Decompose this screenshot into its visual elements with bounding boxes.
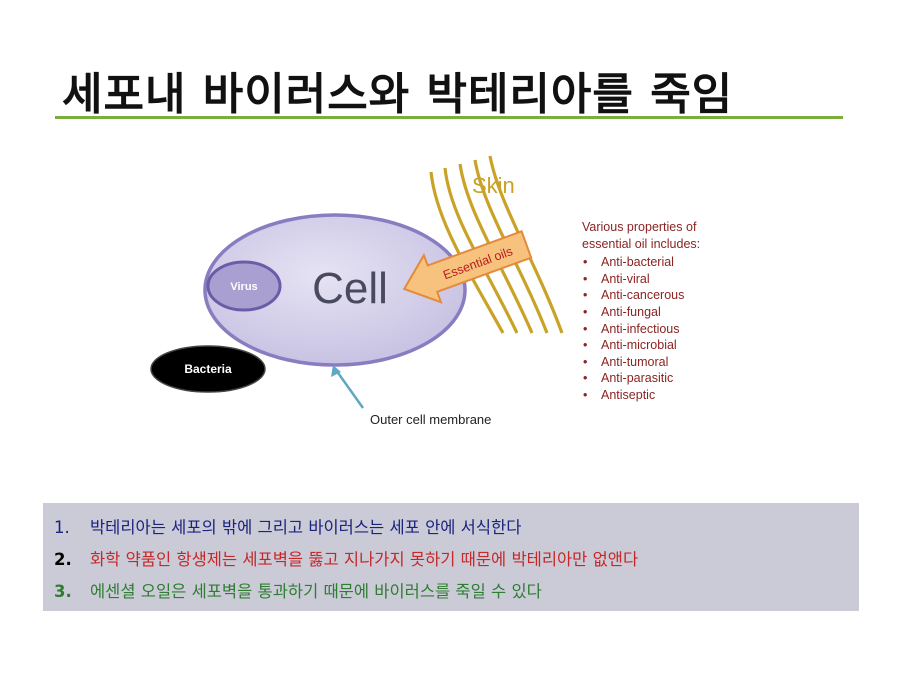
note-item: 2. 화학 약품인 항생제는 세포벽을 뚫고 지나가지 못하기 때문에 박테리아만…	[54, 546, 638, 570]
note-item: 3. 에센셜 오일은 세포벽을 통과하기 때문에 바이러스를 죽일 수 있다	[54, 578, 542, 602]
property-item: Anti-bacterial	[582, 254, 700, 271]
cell-body	[203, 213, 467, 367]
slide-title: 세포내 바이러스와 박테리아를 죽임	[62, 69, 734, 120]
property-item: Anti-microbial	[582, 337, 700, 354]
property-item: Anti-tumoral	[582, 354, 700, 371]
virus-label: Virus	[230, 281, 257, 293]
note-number: 3.	[54, 582, 72, 601]
property-item: Anti-viral	[582, 271, 700, 288]
skin-line-3	[458, 163, 534, 334]
property-item: Anti-parasitic	[582, 370, 700, 387]
note-number: 1.	[54, 518, 70, 537]
skin-line-1	[429, 171, 505, 334]
skin-label: Skin	[472, 173, 515, 198]
note-text: 화학 약품인 항생제는 세포벽을 뚫고 지나가지 못하기 때문에 박테리아만 없…	[90, 550, 639, 569]
note-text: 에센셜 오일은 세포벽을 통과하기 때문에 바이러스를 죽일 수 있다	[90, 582, 542, 601]
title-underline	[55, 116, 843, 119]
cell-label: Cell	[312, 264, 388, 313]
property-item: Anti-fungal	[582, 304, 700, 321]
properties-heading: Various properties of essential oil incl…	[582, 219, 700, 252]
note-item: 1. 박테리아는 세포의 밖에 그리고 바이러스는 세포 안에 서식한다	[54, 514, 521, 538]
bacteria-label: Bacteria	[184, 362, 232, 376]
note-text: 박테리아는 세포의 밖에 그리고 바이러스는 세포 안에 서식한다	[90, 518, 522, 537]
membrane-label: Outer cell membrane	[370, 412, 491, 427]
cell-diagram: Skin Cell Virus Bacteria Essential oils …	[150, 155, 564, 427]
virus-body	[206, 260, 282, 312]
skin-line-2	[443, 167, 519, 334]
bacteria-body	[150, 345, 266, 393]
membrane-pointer	[331, 365, 365, 409]
notes-box: 1. 박테리아는 세포의 밖에 그리고 바이러스는 세포 안에 서식한다 2. 화학…	[43, 503, 859, 611]
property-item: Antiseptic	[582, 387, 700, 404]
properties-heading-line-1: Various properties of	[582, 220, 697, 234]
properties-heading-line-2: essential oil includes:	[582, 236, 701, 251]
note-number: 2.	[54, 550, 72, 569]
property-item: Anti-cancerous	[582, 287, 700, 304]
property-item: Anti-infectious	[582, 321, 700, 338]
properties-list: Various properties of essential oil incl…	[582, 219, 700, 404]
